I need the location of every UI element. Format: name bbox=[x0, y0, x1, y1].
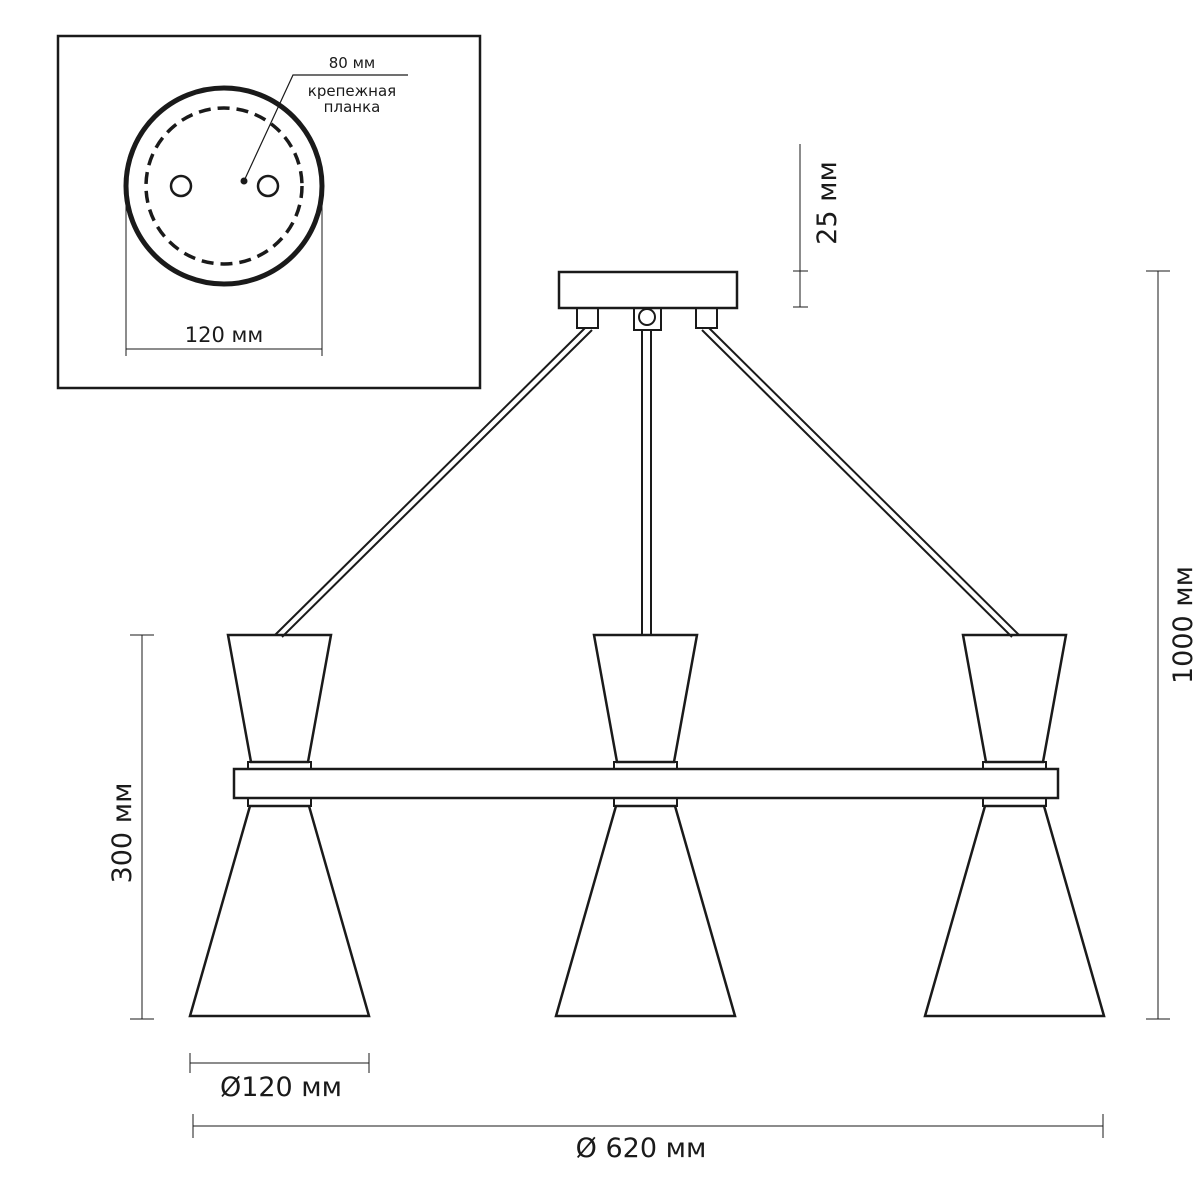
upper-shade-right bbox=[961, 633, 1068, 764]
suspension-rods bbox=[274, 327, 1020, 638]
canopy-plate bbox=[557, 270, 739, 310]
shade-height-dimension: 300 мм bbox=[107, 634, 154, 1020]
canopy-inset: 80 мм крепежная планка 120 мм bbox=[56, 34, 482, 390]
lower-shade-right bbox=[923, 804, 1106, 1018]
lower-shades bbox=[188, 797, 1106, 1018]
total-height-label: 1000 мм bbox=[1168, 566, 1199, 684]
canopy-mount-center bbox=[633, 307, 662, 331]
inset-frame bbox=[56, 34, 482, 390]
canopy-diameter-label: 120 мм bbox=[185, 323, 263, 347]
bracket-label-line2: планка bbox=[324, 98, 381, 116]
bracket-leader-line bbox=[243, 74, 408, 182]
canopy bbox=[557, 270, 739, 331]
upper-shade-left bbox=[226, 633, 333, 764]
screw-hole-left bbox=[169, 174, 193, 198]
canopy-center-ball bbox=[638, 308, 656, 326]
rod-left-b bbox=[281, 329, 593, 638]
screw-hole-right bbox=[256, 174, 280, 198]
canopy-outer-circle bbox=[123, 85, 325, 287]
total-width-dimension: Ø 620 мм bbox=[192, 1114, 1104, 1164]
canopy-mount-left bbox=[576, 307, 599, 329]
total-width-label: Ø 620 мм bbox=[576, 1133, 707, 1164]
rod-left-a bbox=[274, 327, 586, 636]
canopy-mount-right bbox=[695, 307, 718, 329]
shade-diameter-label: Ø120 мм bbox=[220, 1072, 342, 1103]
upper-shade-center bbox=[592, 633, 699, 764]
bar-spacing-label: 80 мм bbox=[329, 54, 376, 72]
rod-right-a bbox=[701, 329, 1013, 638]
total-height-dimension: 1000 мм bbox=[1146, 270, 1199, 1020]
canopy-height-dimension: 25 мм bbox=[793, 144, 843, 308]
shade-height-label: 300 мм bbox=[107, 783, 138, 884]
canopy-height-label: 25 мм bbox=[812, 161, 843, 245]
shade-diameter-dimension: Ø120 мм bbox=[189, 1053, 370, 1103]
rod-right-b bbox=[708, 327, 1020, 636]
lower-shade-left bbox=[188, 804, 371, 1018]
upper-shades bbox=[226, 633, 1068, 770]
mounting-bar-dashed-circle bbox=[144, 106, 304, 266]
bracket-label-line1: крепежная bbox=[308, 82, 396, 100]
horizontal-bar bbox=[232, 767, 1060, 800]
lower-shade-center bbox=[554, 804, 737, 1018]
